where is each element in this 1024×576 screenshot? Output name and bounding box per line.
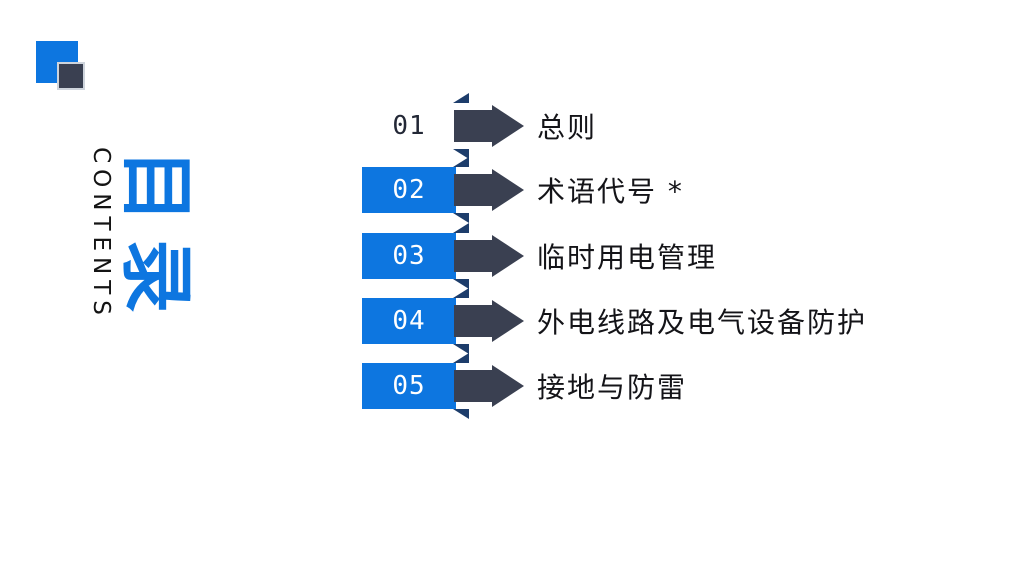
arrow-right-icon [454,300,524,342]
toc-item-1[interactable]: 01 总则 [362,93,962,159]
toc-number: 01 [392,111,426,141]
toc-number: 04 [362,298,456,344]
ribbon-fold-bottom [453,344,469,354]
ribbon-fold-bottom [453,149,469,159]
ribbon-fold-top [453,353,469,363]
toc-label: 总则 [537,111,598,144]
arrow-right-icon [454,365,524,407]
vertical-title-block: 目录 CONTENTS [88,147,199,329]
toc-label: 外电线路及电气设备防护 [537,306,868,339]
toc-label: 接地与防雷 [537,371,688,404]
toc-label: 术语代号 * [537,175,684,208]
toc-item-4[interactable]: 04 外电线路及电气设备防护 [362,288,962,354]
toc-item-3[interactable]: 03 临时用电管理 [362,223,962,289]
page-title: 目录 [113,149,199,329]
toc-item-5[interactable]: 05 接地与防雷 [362,353,962,419]
ribbon-fold-bottom [453,213,469,223]
ribbon-fold-top [453,223,469,233]
arrow-right-icon [454,235,524,277]
ribbon-fold-bottom [453,279,469,289]
ribbon-fold-top [453,93,469,103]
ribbon-fold-top [453,157,469,167]
toc-item-2[interactable]: 02 术语代号 * [362,157,962,223]
page-subtitle: CONTENTS [88,147,114,321]
toc-number: 03 [362,233,456,279]
ribbon-fold-bottom [453,409,469,419]
toc-number: 05 [362,363,456,409]
arrow-right-icon [454,105,524,147]
arrow-right-icon [454,169,524,211]
decor-dark-square [57,62,85,90]
ribbon-fold-top [453,288,469,298]
toc-number: 02 [362,167,456,213]
toc-label: 临时用电管理 [537,241,718,274]
